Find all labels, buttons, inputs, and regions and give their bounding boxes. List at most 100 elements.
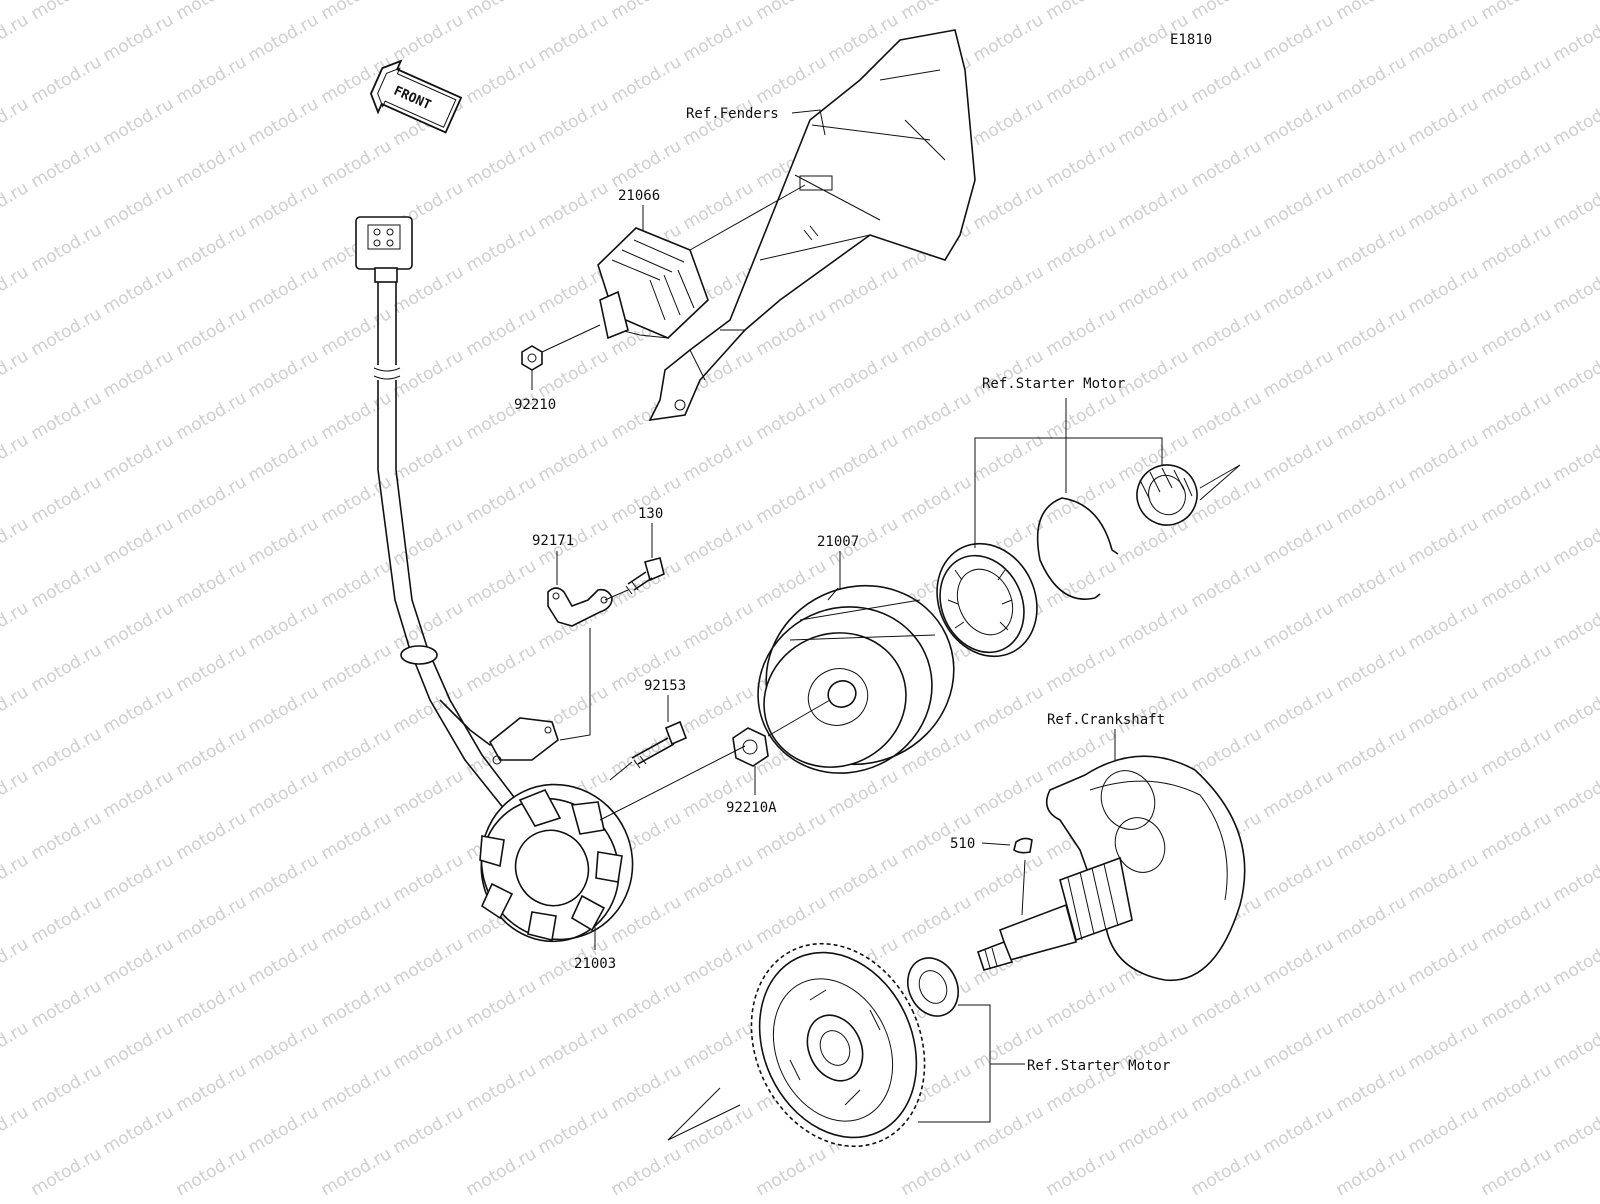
watermark-text: motod.ru bbox=[0, 514, 32, 570]
watermark-text: motod.ru bbox=[245, 262, 323, 318]
watermark-text: motod.ru bbox=[463, 472, 541, 528]
watermark-text: motod.ru bbox=[1405, 1018, 1483, 1074]
watermark-text: motod.ru bbox=[173, 136, 251, 192]
watermark-text: motod.ru bbox=[100, 514, 178, 570]
watermark-text: motod.ru bbox=[173, 640, 251, 696]
watermark-text: motod.ru bbox=[898, 388, 976, 444]
watermark-text: motod.ru bbox=[28, 892, 106, 948]
watermark-text: motod.ru bbox=[1043, 220, 1121, 276]
watermark-text: motod.ru bbox=[1115, 262, 1193, 318]
watermark-text: motod.ru bbox=[825, 430, 903, 486]
watermark-text: motod.ru bbox=[100, 430, 178, 486]
watermark-text: motod.ru bbox=[245, 850, 323, 906]
watermark-text: motod.ru bbox=[1550, 514, 1600, 570]
watermark-text: motod.ru bbox=[898, 1144, 976, 1200]
watermark-text: motod.ru bbox=[1333, 808, 1411, 864]
watermark-text: motod.ru bbox=[390, 346, 468, 402]
watermark-text: motod.ru bbox=[1188, 1144, 1266, 1200]
watermark-text: motod.ru bbox=[1115, 346, 1193, 402]
watermark-text: motod.ru bbox=[1188, 1060, 1266, 1116]
callout-21066: 21066 bbox=[618, 188, 660, 204]
watermark-text: motod.ru bbox=[0, 1018, 32, 1074]
watermark-text: motod.ru bbox=[100, 94, 178, 150]
watermark-text: motod.ru bbox=[608, 976, 686, 1032]
watermark-text: motod.ru bbox=[1550, 682, 1600, 738]
watermark-text: motod.ru bbox=[28, 304, 106, 360]
watermark-text: motod.ru bbox=[390, 262, 468, 318]
watermark-text: motod.ru bbox=[1333, 892, 1411, 948]
watermark-text: motod.ru bbox=[1188, 220, 1266, 276]
watermark-text: motod.ru bbox=[1478, 472, 1556, 528]
watermark-text: motod.ru bbox=[1043, 0, 1121, 24]
watermark-text: motod.ru bbox=[173, 304, 251, 360]
watermark-text: motod.ru bbox=[680, 1018, 758, 1074]
watermark-text: motod.ru bbox=[1550, 934, 1600, 990]
watermark-text: motod.ru bbox=[390, 934, 468, 990]
watermark-text: motod.ru bbox=[390, 850, 468, 906]
watermark-text: motod.ru bbox=[753, 388, 831, 444]
watermark-text: motod.ru bbox=[1550, 346, 1600, 402]
watermark-text: motod.ru bbox=[535, 346, 613, 402]
watermark-text: motod.ru bbox=[1188, 976, 1266, 1032]
watermark-text: motod.ru bbox=[1478, 892, 1556, 948]
watermark-text: motod.ru bbox=[1478, 388, 1556, 444]
watermark-text: motod.ru bbox=[1188, 136, 1266, 192]
part-510-key bbox=[1014, 838, 1032, 852]
watermark-text: motod.ru bbox=[1260, 346, 1338, 402]
watermark-text: motod.ru bbox=[318, 388, 396, 444]
watermark-text: motod.ru bbox=[753, 472, 831, 528]
watermark-text: motod.ru bbox=[1260, 934, 1338, 990]
watermark-text: motod.ru bbox=[173, 1060, 251, 1116]
watermark-text: motod.ru bbox=[28, 808, 106, 864]
watermark-text: motod.ru bbox=[535, 430, 613, 486]
watermark-text: motod.ru bbox=[1405, 178, 1483, 234]
watermark-text: motod.ru bbox=[245, 178, 323, 234]
watermark-text: motod.ru bbox=[28, 1060, 106, 1116]
watermark-text: motod.ru bbox=[100, 682, 178, 738]
watermark-text: motod.ru bbox=[1478, 136, 1556, 192]
watermark-text: motod.ru bbox=[898, 892, 976, 948]
watermark-text: motod.ru bbox=[1333, 304, 1411, 360]
watermark-text: motod.ru bbox=[1188, 724, 1266, 780]
watermark-text: motod.ru bbox=[0, 934, 32, 990]
watermark-text: motod.ru bbox=[1188, 0, 1266, 24]
watermark-text: motod.ru bbox=[318, 892, 396, 948]
watermark-text: motod.ru bbox=[100, 178, 178, 234]
watermark-text: motod.ru bbox=[318, 472, 396, 528]
watermark-text: motod.ru bbox=[245, 598, 323, 654]
watermark-text: motod.ru bbox=[173, 808, 251, 864]
watermark-text: motod.ru bbox=[1260, 178, 1338, 234]
watermark-text: motod.ru bbox=[1478, 640, 1556, 696]
watermark-text: motod.ru bbox=[100, 766, 178, 822]
watermark-text: motod.ru bbox=[535, 1018, 613, 1074]
watermark-text: motod.ru bbox=[1550, 598, 1600, 654]
watermark-text: motod.ru bbox=[1043, 52, 1121, 108]
watermark-text: motod.ru bbox=[318, 556, 396, 612]
watermark-text: motod.ru bbox=[1405, 682, 1483, 738]
watermark-text: motod.ru bbox=[463, 0, 541, 24]
watermark-text: motod.ru bbox=[28, 1144, 106, 1200]
watermark-text: motod.ru bbox=[825, 850, 903, 906]
watermark-text: motod.ru bbox=[1188, 304, 1266, 360]
watermark-text: motod.ru bbox=[100, 10, 178, 66]
watermark-text: motod.ru bbox=[680, 178, 758, 234]
callout-92171: 92171 bbox=[532, 533, 574, 549]
watermark-text: motod.ru bbox=[463, 976, 541, 1032]
watermark-text: motod.ru bbox=[1333, 1144, 1411, 1200]
watermark-text: motod.ru bbox=[173, 724, 251, 780]
watermark-text: motod.ru bbox=[1478, 724, 1556, 780]
callout-ref-starter-motor-bottom: Ref.Starter Motor bbox=[1027, 1058, 1170, 1074]
watermark-text: motod.ru bbox=[1550, 94, 1600, 150]
watermark-text: motod.ru bbox=[1333, 388, 1411, 444]
watermark-text: motod.ru bbox=[1405, 346, 1483, 402]
watermark-text: motod.ru bbox=[318, 136, 396, 192]
watermark-text: motod.ru bbox=[1333, 1060, 1411, 1116]
callout-510: 510 bbox=[950, 836, 975, 852]
watermark-text: motod.ru bbox=[28, 976, 106, 1032]
watermark-text: motod.ru bbox=[1478, 304, 1556, 360]
watermark-text: motod.ru bbox=[1550, 262, 1600, 318]
watermark-text: motod.ru bbox=[463, 1060, 541, 1116]
watermark-text: motod.ru bbox=[1260, 10, 1338, 66]
watermark-text: motod.ru bbox=[28, 640, 106, 696]
watermark-text: motod.ru bbox=[825, 262, 903, 318]
